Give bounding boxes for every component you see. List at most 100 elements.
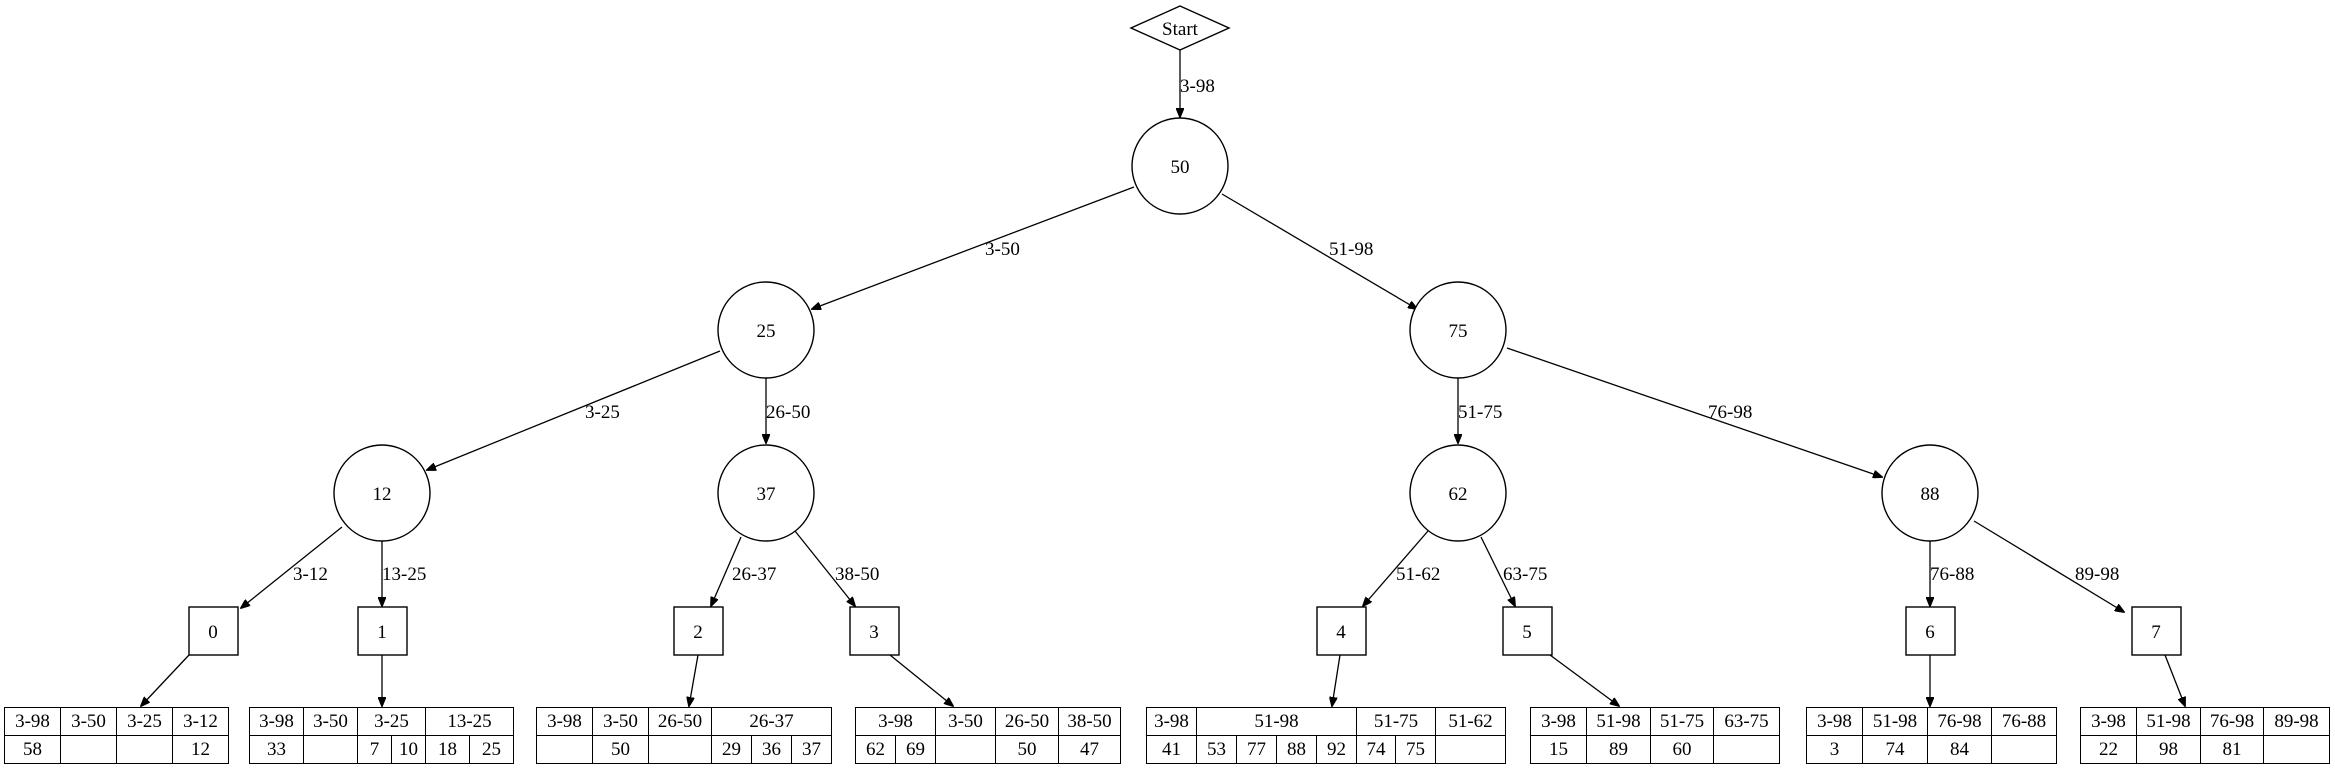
table-header-cell: 26-37 bbox=[711, 707, 832, 736]
node-88 bbox=[1881, 444, 1979, 542]
table-value-cell: 33 bbox=[249, 735, 304, 764]
start-node: Start bbox=[1129, 5, 1231, 51]
table-header-cell: 3-98 bbox=[1806, 707, 1863, 736]
node-62-label: 62 bbox=[1449, 484, 1468, 505]
table-header-row: 3-98 3-50 26-50 38-50 bbox=[854, 707, 1122, 736]
table-value-row: 58 12 bbox=[4, 735, 229, 764]
leaf-5 bbox=[1502, 606, 1553, 656]
table-header-row: 3-98 3-50 3-25 13-25 bbox=[249, 707, 515, 736]
node-25 bbox=[717, 281, 815, 379]
table-header-cell: 51-98 bbox=[2136, 707, 2201, 736]
edge-62-4 bbox=[1363, 530, 1429, 606]
table-value-cell: 36 bbox=[751, 735, 792, 764]
table-value-cell bbox=[2263, 735, 2330, 764]
table-header-cell: 3-98 bbox=[249, 707, 304, 736]
table-header-cell: 3-50 bbox=[303, 707, 358, 736]
edge-37-2 bbox=[711, 536, 742, 606]
edge-37-3 bbox=[794, 530, 855, 606]
edge-75-88 bbox=[1506, 347, 1882, 477]
table-value-row: 50 29 36 37 bbox=[536, 735, 832, 764]
table-value-cell: 41 bbox=[1146, 735, 1197, 764]
leaf-0 bbox=[188, 606, 239, 656]
edge-label-88-7: 89-98 bbox=[2075, 564, 2119, 585]
leaf-1-label: 1 bbox=[377, 622, 387, 643]
table-header-cell: 51-75 bbox=[1650, 707, 1714, 736]
table-value-cell: 60 bbox=[1650, 735, 1714, 764]
table-value-cell bbox=[536, 735, 593, 764]
table-header-cell: 76-98 bbox=[1927, 707, 1992, 736]
table-value-cell bbox=[303, 735, 358, 764]
edge-50-25 bbox=[812, 186, 1135, 309]
edge-label-start-50: 3-98 bbox=[1180, 76, 1215, 97]
edge-label-12-0: 3-12 bbox=[293, 564, 328, 585]
leaf-table-3: 3-98 3-50 26-50 38-50 62 69 50 47 bbox=[854, 707, 1122, 764]
table-header-cell: 3-98 bbox=[4, 707, 61, 736]
table-header-cell: 76-98 bbox=[2200, 707, 2264, 736]
table-value-cell bbox=[935, 735, 997, 764]
table-header-cell: 3-25 bbox=[116, 707, 173, 736]
table-value-cell: 7 bbox=[357, 735, 392, 764]
table-header-cell: 3-98 bbox=[854, 707, 937, 736]
leaf-table-4: 3-98 51-98 51-75 51-62 41 53 77 88 92 74… bbox=[1146, 707, 1507, 764]
table-value-cell: 47 bbox=[1058, 735, 1122, 764]
start-label: Start bbox=[1162, 19, 1199, 40]
edge-3-table bbox=[889, 654, 953, 706]
edge-5-table bbox=[1549, 654, 1619, 706]
table-header-cell: 3-50 bbox=[60, 707, 117, 736]
table-header-cell: 3-50 bbox=[935, 707, 997, 736]
table-value-cell: 22 bbox=[2080, 735, 2137, 764]
table-value-cell: 84 bbox=[1927, 735, 1992, 764]
leaf-5-label: 5 bbox=[1522, 622, 1532, 643]
leaf-6 bbox=[1905, 606, 1956, 656]
leaf-2-label: 2 bbox=[693, 622, 703, 643]
table-value-cell bbox=[116, 735, 173, 764]
table-value-cell: 29 bbox=[711, 735, 752, 764]
node-25-label: 25 bbox=[757, 321, 776, 342]
edge-88-7 bbox=[1973, 520, 2124, 612]
node-50-label: 50 bbox=[1171, 157, 1190, 178]
table-value-cell: 18 bbox=[425, 735, 471, 764]
table-header-row: 3-98 51-98 76-98 76-88 bbox=[1806, 707, 2057, 736]
table-value-cell: 25 bbox=[469, 735, 515, 764]
node-62 bbox=[1409, 444, 1507, 542]
table-header-row: 3-98 3-50 3-25 3-12 bbox=[4, 707, 229, 736]
edge-12-0 bbox=[241, 526, 343, 608]
edge-62-5 bbox=[1480, 536, 1515, 606]
leaf-3 bbox=[849, 606, 900, 656]
table-value-row: 62 69 50 47 bbox=[855, 735, 1122, 764]
node-75-label: 75 bbox=[1449, 321, 1468, 342]
table-value-row: 15 89 60 bbox=[1530, 735, 1780, 764]
edge-label-50-25: 3-50 bbox=[985, 239, 1020, 260]
edges bbox=[141, 50, 2185, 706]
table-value-cell bbox=[1713, 735, 1780, 764]
table-value-cell: 10 bbox=[390, 735, 427, 764]
leaf-table-5: 3-98 51-98 51-75 63-75 15 89 60 bbox=[1530, 707, 1780, 764]
table-header-cell: 76-88 bbox=[1991, 707, 2057, 736]
table-value-cell: 62 bbox=[855, 735, 896, 764]
table-header-cell: 51-75 bbox=[1356, 707, 1437, 736]
table-header-cell: 3-12 bbox=[172, 707, 229, 736]
table-value-cell bbox=[648, 735, 712, 764]
node-50 bbox=[1131, 117, 1229, 215]
table-value-cell: 74 bbox=[1862, 735, 1928, 764]
table-header-cell: 3-98 bbox=[1146, 707, 1197, 736]
edge-labels: 3-98 3-50 51-98 3-25 26-50 51-75 76-98 3… bbox=[293, 76, 2119, 585]
node-37-label: 37 bbox=[757, 484, 776, 505]
leaf-table-6: 3-98 51-98 76-98 76-88 3 74 84 bbox=[1806, 707, 2057, 764]
node-12 bbox=[333, 444, 431, 542]
leaf-6-label: 6 bbox=[1925, 622, 1935, 643]
table-value-row: 3 74 84 bbox=[1806, 735, 2057, 764]
edge-label-62-5: 63-75 bbox=[1503, 564, 1547, 585]
leaf-4-label: 4 bbox=[1336, 622, 1346, 643]
start-diamond bbox=[1129, 5, 1231, 51]
table-value-cell bbox=[60, 735, 117, 764]
table-value-cell: 50 bbox=[592, 735, 649, 764]
table-value-cell: 88 bbox=[1276, 735, 1317, 764]
leaf-table-7: 3-98 51-98 76-98 89-98 22 98 81 bbox=[2080, 707, 2330, 764]
table-header-row: 3-98 3-50 26-50 26-37 bbox=[536, 707, 832, 736]
table-value-cell: 69 bbox=[894, 735, 937, 764]
table-header-cell: 51-98 bbox=[1586, 707, 1651, 736]
table-value-cell: 89 bbox=[1586, 735, 1651, 764]
table-header-row: 3-98 51-98 51-75 51-62 bbox=[1146, 707, 1507, 736]
